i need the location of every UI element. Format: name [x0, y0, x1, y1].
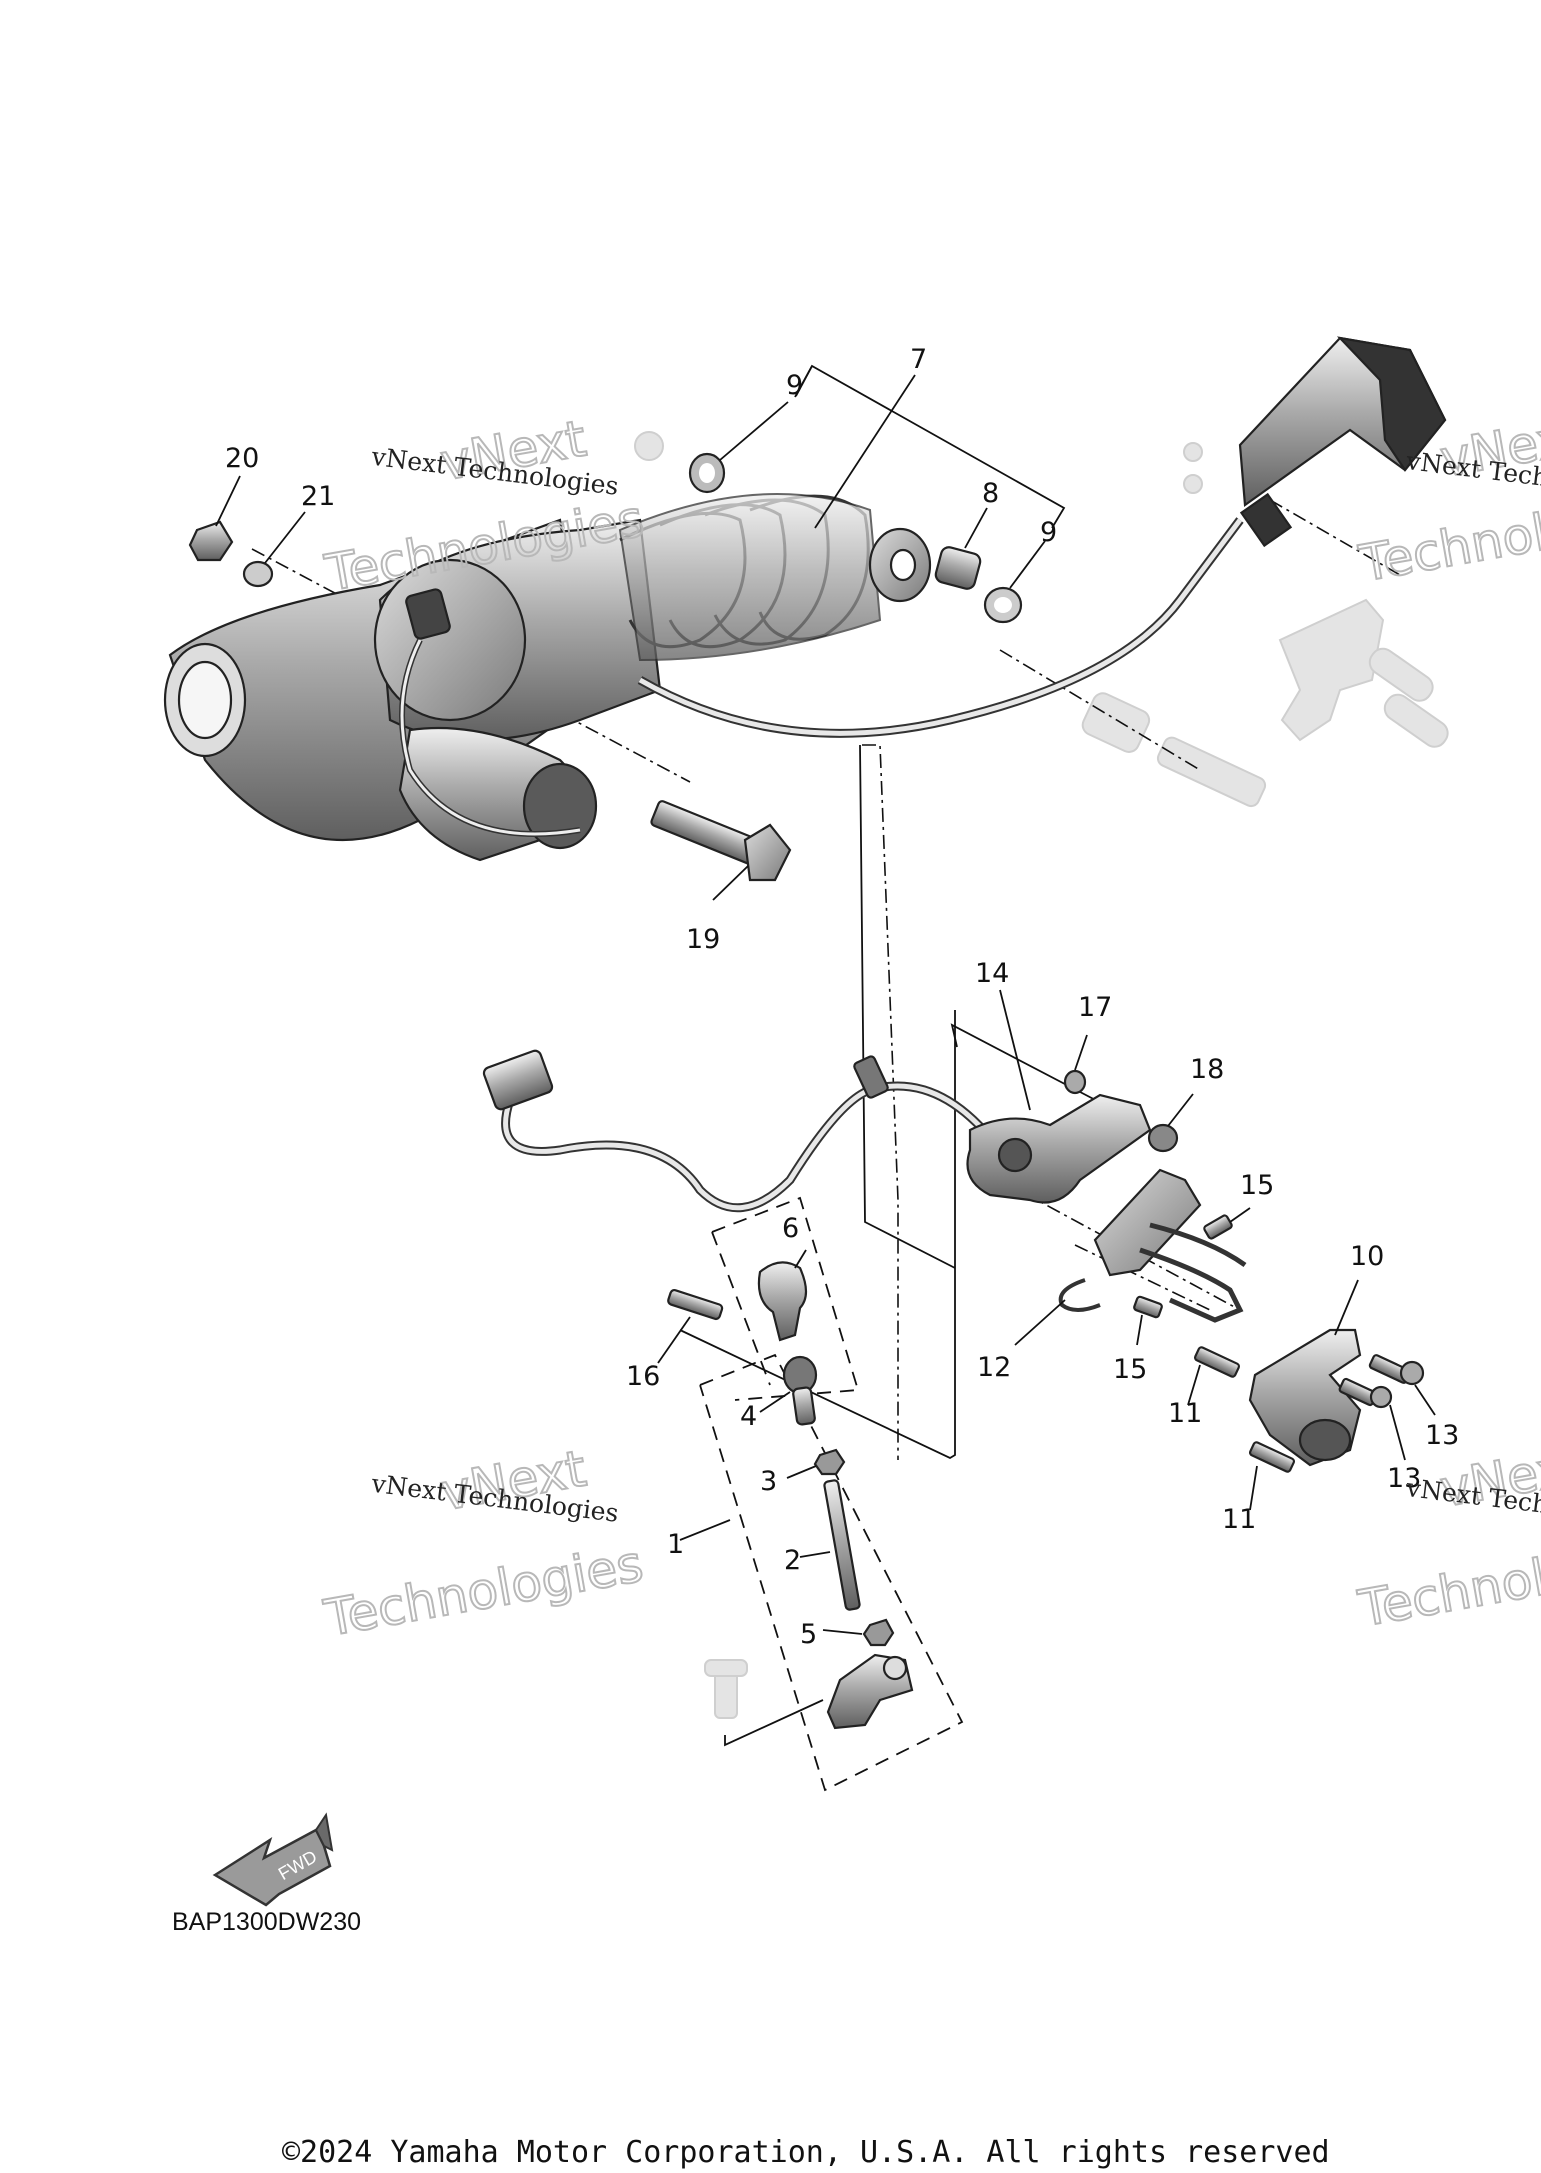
callout-9-lower: 9 — [1040, 517, 1057, 548]
nut-20 — [188, 520, 234, 562]
callout-5: 5 — [800, 1619, 817, 1650]
callout-16: 16 — [626, 1361, 660, 1392]
callout-12: 12 — [977, 1352, 1011, 1383]
callout-11-upper: 11 — [1168, 1398, 1202, 1429]
washer-21 — [242, 560, 274, 588]
callout-6: 6 — [782, 1213, 799, 1244]
ball-joint-6 — [757, 1261, 808, 1342]
callout-1: 1 — [667, 1529, 684, 1560]
callout-10: 10 — [1350, 1241, 1384, 1272]
rod-axis-line — [679, 1010, 956, 1460]
callout-7: 7 — [910, 344, 927, 375]
callout-13-lower: 13 — [1387, 1463, 1421, 1494]
sensor-harness-14 — [482, 1049, 1152, 1213]
bolt-13-lower — [1338, 1377, 1393, 1409]
callout-11-lower: 11 — [1222, 1504, 1256, 1535]
connector-line — [859, 744, 956, 1269]
fwd-arrow: FWD — [212, 1812, 334, 1907]
callout-leaders — [215, 374, 1436, 1635]
bolt-15-lower — [1133, 1295, 1163, 1319]
bracket-10 — [1248, 1328, 1362, 1467]
bolt-13-upper — [1368, 1354, 1425, 1386]
callout-20: 20 — [225, 443, 259, 474]
watermark-big-bottom-3: Technologies — [1355, 480, 1541, 593]
watermark-big-bottom-2: Technologies — [320, 1535, 647, 1648]
callout-15-upper: 15 — [1240, 1170, 1274, 1201]
bushing-8 — [934, 546, 982, 590]
bolt-15-upper — [1203, 1214, 1233, 1240]
lower-screw — [714, 1669, 738, 1719]
group-bracket-14 — [950, 1023, 1106, 1106]
callout-9-upper: 9 — [786, 370, 803, 401]
copyright-notice: ©2024 Yamaha Motor Corporation, U.S.A. A… — [282, 2135, 1330, 2170]
bolt-19 — [650, 800, 792, 882]
callout-19: 19 — [686, 924, 720, 955]
nut-3 — [813, 1448, 846, 1476]
nut-5 — [862, 1618, 895, 1647]
nut-17 — [1063, 1069, 1087, 1095]
callout-14: 14 — [975, 958, 1009, 989]
callout-18: 18 — [1190, 1054, 1224, 1085]
ghost-parts — [634, 431, 1449, 808]
watermark-big-bottom-4: Technologies — [1354, 1525, 1541, 1638]
diagram-code: BAP1300DW230 — [172, 1908, 361, 1936]
callout-2: 2 — [784, 1545, 801, 1576]
rear-shock-absorber — [163, 493, 932, 862]
bolt-11-upper — [1193, 1346, 1241, 1378]
callout-8: 8 — [982, 478, 999, 509]
upper-connector — [1238, 336, 1447, 548]
group-bracket-8-9 — [794, 364, 1066, 529]
callout-numbers: 20 21 9 7 8 9 19 14 17 18 15 10 6 16 12 … — [225, 344, 1459, 1650]
callout-17: 17 — [1078, 992, 1112, 1023]
bolt-16 — [667, 1288, 724, 1321]
bolt-11-lower — [1248, 1441, 1296, 1473]
lower-screw-bracket — [724, 1699, 824, 1747]
callout-4: 4 — [740, 1401, 757, 1432]
shock-cable — [637, 517, 1244, 738]
callout-15-lower: 15 — [1113, 1354, 1147, 1385]
collar-18 — [1147, 1123, 1179, 1153]
linkage-rod-assembly-1 — [667, 1261, 914, 1730]
callout-21: 21 — [301, 481, 335, 512]
sensor-bracket — [1058, 1168, 1247, 1323]
callout-3: 3 — [760, 1466, 777, 1497]
callout-13-upper: 13 — [1425, 1420, 1459, 1451]
rod-2 — [823, 1479, 861, 1611]
